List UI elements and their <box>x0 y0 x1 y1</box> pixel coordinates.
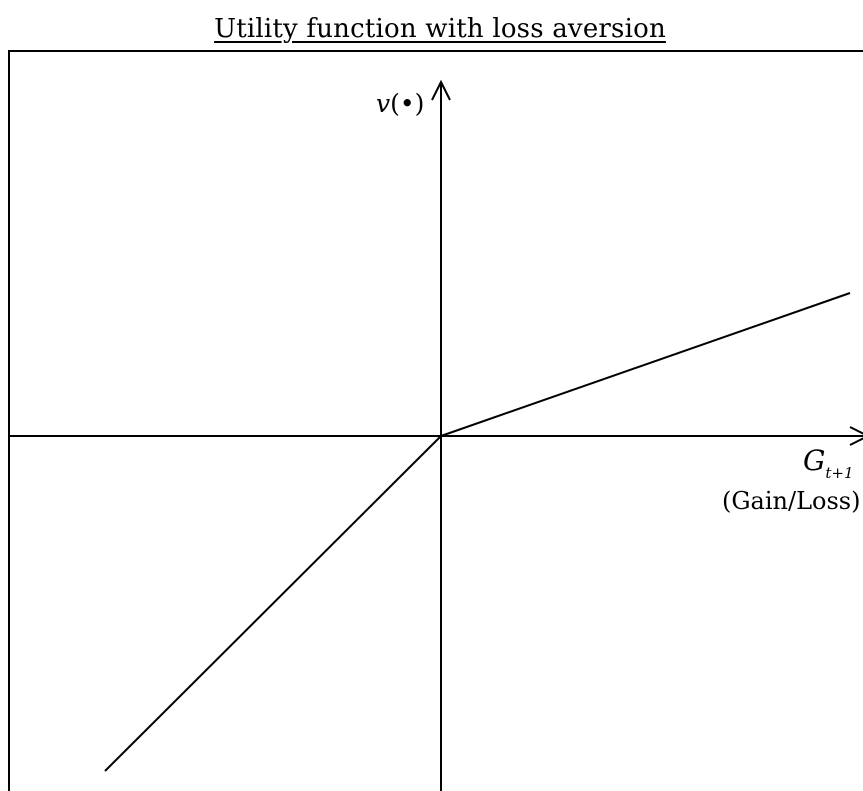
utility-loss-segment <box>104 435 442 772</box>
y-axis-label: v(•) <box>376 89 424 118</box>
x-axis-subscript: t+1 <box>825 464 853 482</box>
y-axis-arrowhead <box>431 79 451 101</box>
diagram-title: Utility function with loss aversion <box>214 14 666 44</box>
x-axis-symbol: G <box>803 444 825 477</box>
utility-gain-segment <box>440 292 851 437</box>
y-axis-symbol: v <box>376 89 390 118</box>
x-axis-label: Gt+1 <box>803 444 854 482</box>
y-axis-argument: (•) <box>390 89 424 118</box>
plot-frame <box>8 50 863 791</box>
x-axis-description: (Gain/Loss) <box>722 487 860 515</box>
x-axis-arrowhead <box>849 426 863 446</box>
